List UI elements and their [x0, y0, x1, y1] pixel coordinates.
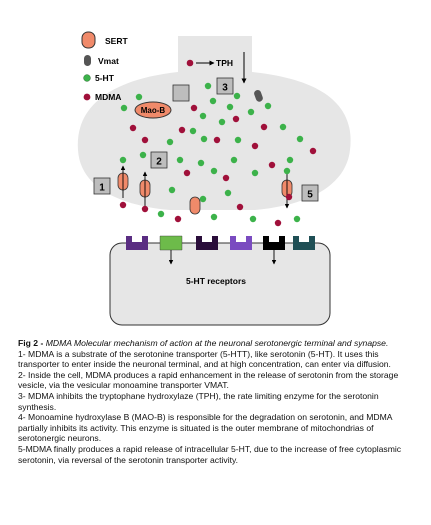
- molecules: [119, 82, 317, 227]
- mdma-molecule: [190, 104, 198, 112]
- receptor: [126, 236, 148, 250]
- serotonin-molecule: [247, 108, 255, 116]
- mdma-molecule: [119, 201, 127, 209]
- step-5-box: [301, 184, 319, 202]
- receptor: [263, 236, 285, 250]
- legend: SERT Vmat 5-HT MDMA: [81, 31, 128, 102]
- serotonin-molecule: [279, 123, 287, 131]
- caption-lead: Fig 2 -: [18, 338, 46, 348]
- legend-5ht-label: 5-HT: [95, 73, 115, 83]
- receptors: [126, 235, 315, 251]
- step-3-box: [216, 77, 234, 95]
- sert-transporter: [189, 196, 201, 215]
- mdma-molecule: [236, 203, 244, 211]
- receptors-label: 5-HT receptors: [186, 276, 246, 286]
- figure-caption: Fig 2 - MDMA Molecular mechanism of acti…: [18, 338, 418, 465]
- mdma-molecule: [141, 205, 149, 213]
- caption-title: Fig 2 - MDMA Molecular mechanism of acti…: [18, 338, 418, 349]
- serotonin-molecule: [176, 156, 184, 164]
- sert-legend-icon: [81, 31, 96, 49]
- serotonin-molecule: [166, 138, 174, 146]
- mdma-molecule: [268, 161, 276, 169]
- serotonin-molecule: [210, 213, 218, 221]
- serotonin-molecule: [218, 118, 226, 126]
- serotonin-molecule: [209, 97, 217, 105]
- mdma-molecule: [186, 59, 194, 67]
- mdma-molecule: [213, 136, 221, 144]
- mdma-molecule: [183, 169, 191, 177]
- vmat-legend-icon: [84, 55, 91, 66]
- serotonin-molecule: [119, 156, 127, 164]
- serotonin-molecule: [286, 156, 294, 164]
- serotonin-molecule: [234, 136, 242, 144]
- step-2-number: 2: [156, 157, 162, 168]
- caption-item-2: 2- Inside the cell, MDMA produces a rapi…: [18, 369, 399, 391]
- serotonin-molecule: [226, 103, 234, 111]
- legend-mdma-label: MDMA: [95, 92, 121, 102]
- mdma-molecule: [232, 115, 240, 123]
- mdma-molecule: [274, 219, 282, 227]
- maob-enzyme: [134, 101, 172, 119]
- mdma-legend-icon: [83, 93, 91, 101]
- maob-label: Mao-B: [141, 106, 166, 115]
- serotonin-molecule: [204, 82, 212, 90]
- mdma-molecule: [285, 193, 293, 201]
- presynaptic-terminal: [77, 36, 351, 210]
- serotonin-molecule: [210, 167, 218, 175]
- serotonin-molecule: [296, 135, 304, 143]
- mdma-molecule: [260, 123, 268, 131]
- serotonin-molecule: [200, 135, 208, 143]
- serotonin-molecule: [224, 189, 232, 197]
- serotonin-molecule: [249, 215, 257, 223]
- caption-item-4: 4- Monoamine hydroxylase B (MAO-B) is re…: [18, 412, 393, 444]
- step-1-box: [93, 177, 111, 195]
- legend-sert-label: SERT: [105, 36, 128, 46]
- receptor: [196, 236, 218, 250]
- mdma-molecule: [309, 147, 317, 155]
- tph-label: TPH: [216, 58, 233, 68]
- caption-subtitle: MDMA Molecular mechanism of action at th…: [45, 338, 389, 348]
- serotonin-molecule: [199, 112, 207, 120]
- serotonin-molecule: [135, 93, 143, 101]
- mdma-molecule: [174, 215, 182, 223]
- serotonin-molecule: [189, 127, 197, 135]
- mdma-molecule: [251, 142, 259, 150]
- serotonin-molecule: [139, 151, 147, 159]
- receptor: [230, 236, 252, 250]
- serotonin-molecule: [283, 167, 291, 175]
- serotonin-molecule: [199, 195, 207, 203]
- mdma-molecule: [178, 126, 186, 134]
- step-3-number: 3: [222, 83, 228, 94]
- mechanism-diagram: SERT Vmat 5-HT MDMA TPH 3 2 1 5 Mao-B: [77, 31, 351, 326]
- serotonin-molecule: [157, 210, 165, 218]
- caption-item-1: 1- MDMA is a substrate of the serotonine…: [18, 348, 391, 370]
- serotonin-molecule: [168, 186, 176, 194]
- vmat-transporter: [254, 89, 263, 102]
- mdma-molecule: [129, 124, 137, 132]
- mdma-molecule: [222, 174, 230, 182]
- caption-item-3: 3- MDMA inhibits the tryptophane hydroxy…: [18, 390, 379, 412]
- receptor: [159, 235, 183, 251]
- serotonin-molecule: [293, 215, 301, 223]
- caption-item-5: 5-MDMA finally produces a rapid release …: [18, 443, 402, 465]
- serotonin-molecule: [264, 102, 272, 110]
- decor-box: [172, 84, 190, 102]
- serotonin-molecule: [120, 104, 128, 112]
- serotonin-molecule: [230, 156, 238, 164]
- serotonin-molecule: [251, 169, 259, 177]
- serotonin-molecule: [197, 159, 205, 167]
- step-2-box: [150, 151, 168, 169]
- step-1-number: 1: [99, 183, 105, 194]
- step-5-number: 5: [307, 190, 313, 201]
- receptor: [293, 236, 315, 250]
- serotonin-molecule: [233, 92, 241, 100]
- legend-vmat-label: Vmat: [98, 56, 119, 66]
- mdma-molecule: [141, 136, 149, 144]
- ht5-legend-icon: [83, 74, 91, 82]
